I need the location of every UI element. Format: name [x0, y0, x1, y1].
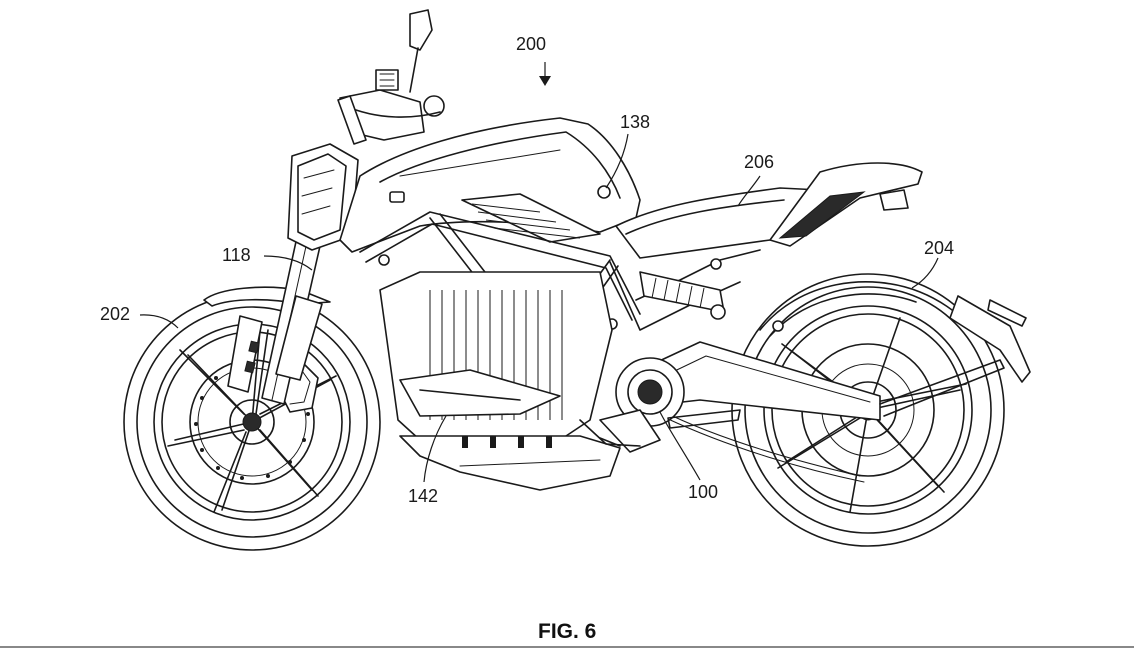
handlebar-assembly	[337, 9, 445, 145]
ref-label-202: 202	[100, 304, 130, 324]
leader-lines	[139, 62, 939, 483]
rear-hugger	[759, 281, 967, 331]
vent-grille	[461, 193, 601, 243]
ref-label-200: 200	[516, 34, 546, 54]
bottom-rule	[0, 646, 1134, 648]
belly-pan	[399, 435, 621, 491]
battery-housing	[379, 271, 613, 441]
tank-button	[597, 185, 611, 199]
ref-label-142: 142	[408, 486, 438, 506]
ref-label-138: 138	[620, 112, 650, 132]
license-bracket	[949, 295, 1031, 383]
figure-caption: FIG. 6	[538, 620, 596, 643]
rear-wheel	[731, 273, 1005, 547]
ref-label-206: 206	[744, 152, 774, 172]
motor	[579, 357, 685, 453]
ref-label-118: 118	[222, 245, 251, 265]
ref-label-204: 204	[924, 238, 954, 258]
rear-shock	[639, 271, 726, 320]
ref-label-100: 100	[688, 482, 718, 502]
